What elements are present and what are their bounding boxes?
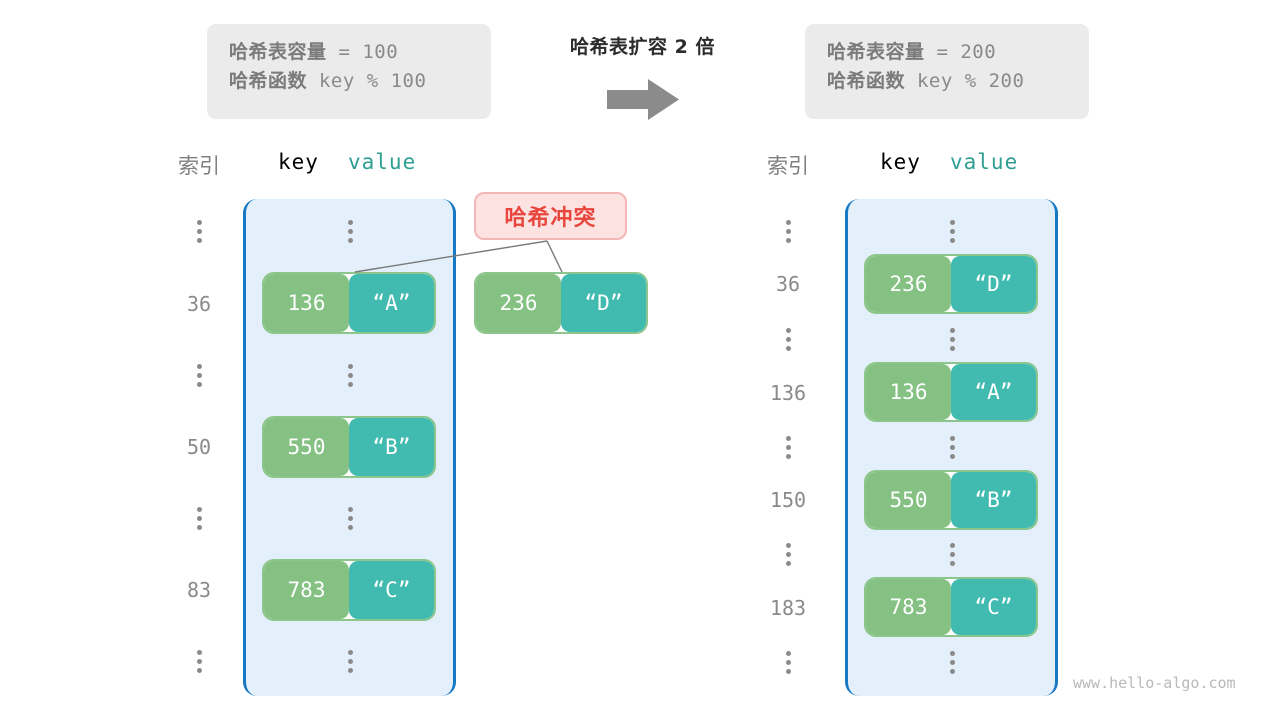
right-entry-183[interactable]: 783 “C” xyxy=(864,577,1038,637)
left-entry-36-key: 136 xyxy=(264,274,349,332)
right-function-label: 哈希函数 xyxy=(827,70,906,93)
left-index-3: 50 xyxy=(186,435,212,459)
right-row-dots-6 xyxy=(945,543,959,566)
right-index-7: 183 xyxy=(769,596,807,620)
left-row-dots-6 xyxy=(343,650,357,673)
left-entry-50-value: “B” xyxy=(349,418,434,476)
right-index-8 xyxy=(748,651,828,679)
watermark: www.hello-algo.com xyxy=(1073,674,1236,692)
left-entry-83-value: “C” xyxy=(349,561,434,619)
hash-collision-badge: 哈希冲突 xyxy=(474,192,627,240)
left-capacity-label: 哈希表容量 xyxy=(229,41,327,63)
left-index-5: 83 xyxy=(186,578,212,602)
right-function-line: 哈希函数 key % 200 xyxy=(827,67,1067,96)
right-index-5: 150 xyxy=(769,488,807,512)
left-entry-36-value: “A” xyxy=(349,274,434,332)
right-index-header: 索引 xyxy=(767,154,809,178)
right-entry-36-key: 236 xyxy=(866,256,951,312)
right-row-dots-2 xyxy=(945,328,959,351)
right-entry-150-value: “B” xyxy=(951,472,1036,528)
right-entry-136-key: 136 xyxy=(866,364,951,420)
left-row-dots-0 xyxy=(343,220,357,243)
left-hash-config-panel: 哈希表容量 = 100 哈希函数 key % 100 xyxy=(207,24,491,119)
left-entry-50-key: 550 xyxy=(264,418,349,476)
colliding-entry-value: “D” xyxy=(561,274,646,332)
left-index-2 xyxy=(159,364,239,392)
transform-title: 哈希表扩容 2 倍 xyxy=(570,36,715,58)
right-row-dots-8 xyxy=(945,651,959,674)
right-value-header: value xyxy=(950,150,1019,174)
colliding-entry[interactable]: 236 “D” xyxy=(474,272,648,334)
right-entry-150[interactable]: 550 “B” xyxy=(864,470,1038,530)
right-index-2 xyxy=(748,328,828,356)
right-entry-136-value: “A” xyxy=(951,364,1036,420)
left-row-dots-4 xyxy=(343,507,357,530)
left-row-dots-2 xyxy=(343,364,357,387)
right-entry-36-value: “D” xyxy=(951,256,1036,312)
left-index-4 xyxy=(159,507,239,535)
left-index-0 xyxy=(159,220,239,248)
left-capacity-value: = 100 xyxy=(326,41,399,63)
left-function-label: 哈希函数 xyxy=(229,70,308,93)
right-key-header: key xyxy=(880,150,921,174)
left-index-6 xyxy=(159,650,239,678)
left-entry-50[interactable]: 550 “B” xyxy=(262,416,436,478)
colliding-entry-key: 236 xyxy=(476,274,561,332)
left-entry-83[interactable]: 783 “C” xyxy=(262,559,436,621)
left-value-header: value xyxy=(348,150,417,174)
right-row-dots-0 xyxy=(945,220,959,243)
right-index-0 xyxy=(748,220,828,248)
left-function-line: 哈希函数 key % 100 xyxy=(229,67,469,96)
right-capacity-value: = 200 xyxy=(924,41,997,63)
right-index-1: 36 xyxy=(775,272,801,296)
right-index-6 xyxy=(748,543,828,571)
right-entry-136[interactable]: 136 “A” xyxy=(864,362,1038,422)
right-arrow-icon xyxy=(607,79,679,120)
left-key-header: key xyxy=(278,150,319,174)
right-capacity-label: 哈希表容量 xyxy=(827,41,925,63)
left-index-header: 索引 xyxy=(178,154,220,178)
left-function-value: key % 100 xyxy=(307,70,427,93)
left-entry-83-key: 783 xyxy=(264,561,349,619)
right-row-dots-4 xyxy=(945,436,959,459)
right-index-4 xyxy=(748,436,828,464)
right-index-3: 136 xyxy=(769,381,807,405)
right-entry-183-value: “C” xyxy=(951,579,1036,635)
right-entry-150-key: 550 xyxy=(866,472,951,528)
right-capacity-line: 哈希表容量 = 200 xyxy=(827,38,1067,67)
right-function-value: key % 200 xyxy=(905,70,1025,93)
left-index-1: 36 xyxy=(186,292,212,316)
right-entry-36[interactable]: 236 “D” xyxy=(864,254,1038,314)
right-hash-config-panel: 哈希表容量 = 200 哈希函数 key % 200 xyxy=(805,24,1089,119)
left-entry-36[interactable]: 136 “A” xyxy=(262,272,436,334)
right-entry-183-key: 783 xyxy=(866,579,951,635)
left-capacity-line: 哈希表容量 = 100 xyxy=(229,38,469,67)
